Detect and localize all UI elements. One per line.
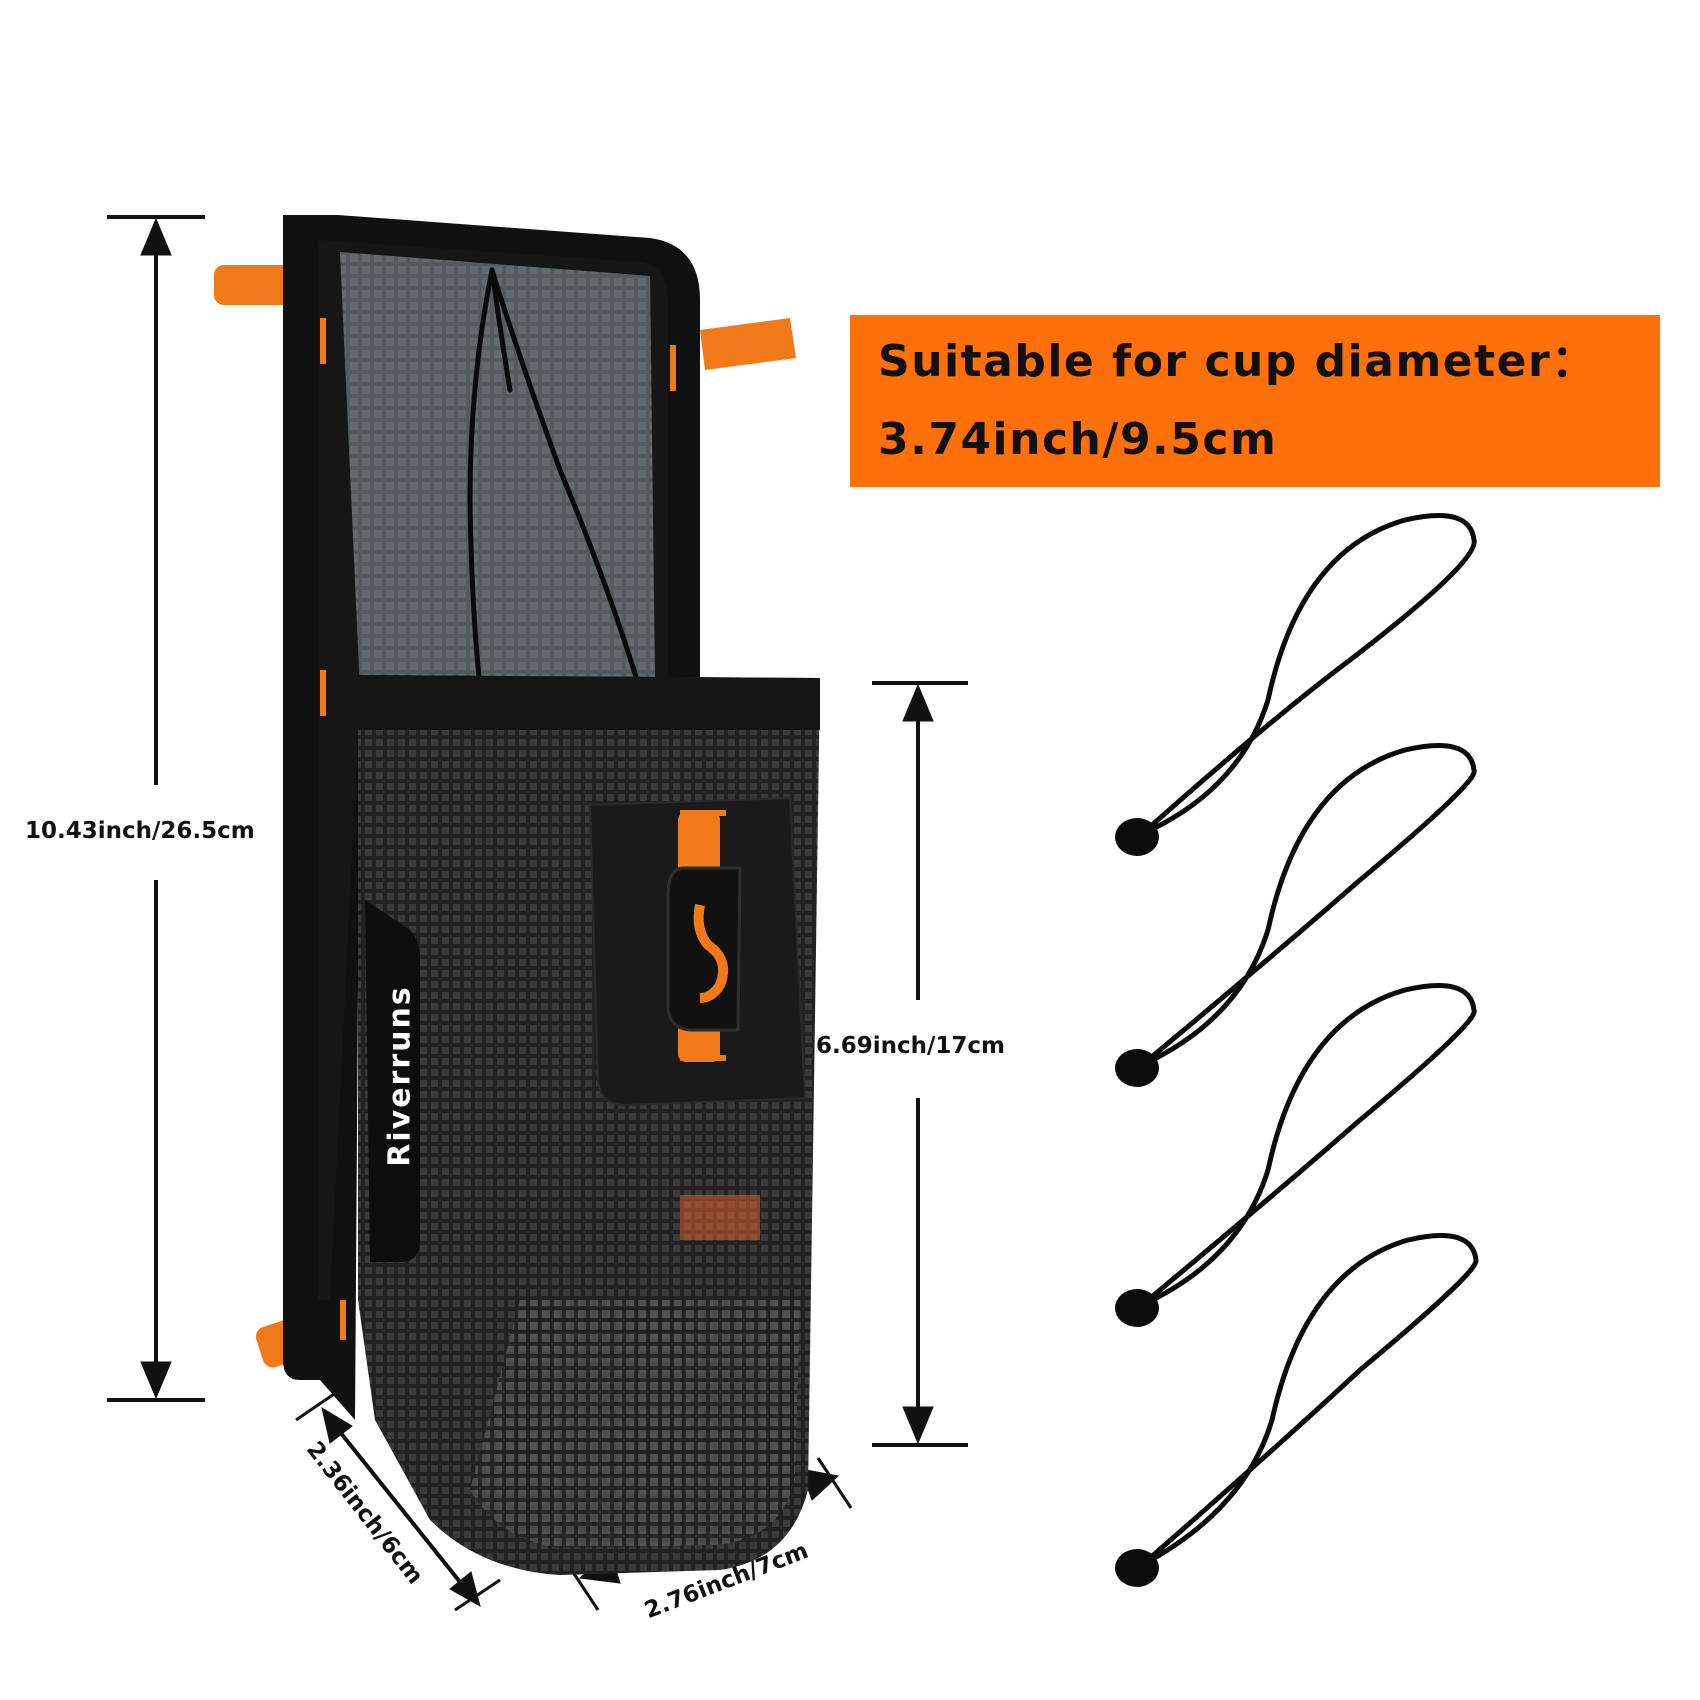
height-dimension-line xyxy=(107,215,205,1402)
buckle-flap xyxy=(588,796,807,1107)
bungee-ball-2 xyxy=(1115,1049,1159,1087)
banner-value: 3.74inch/9.5cm xyxy=(878,414,1278,465)
brand-logo-text: Riverruns xyxy=(382,985,418,1167)
bungee-ball-3 xyxy=(1115,1289,1159,1327)
bungee-ball-1 xyxy=(1115,818,1159,856)
stitch-accents xyxy=(320,318,676,1340)
holder-back-panel xyxy=(283,215,700,1420)
cup-height-dimension-line xyxy=(872,681,968,1447)
bungee-cord-3 xyxy=(1140,983,1477,1308)
bungee-cord-4 xyxy=(1140,1233,1479,1568)
bungee-balls xyxy=(1115,818,1159,1587)
bungee-ball-4 xyxy=(1115,1549,1159,1587)
banner-title: Suitable for cup diameter： xyxy=(878,336,1597,387)
brand-label-panel xyxy=(365,900,420,1262)
bungee-cord-1 xyxy=(1140,513,1477,837)
elastic-cord xyxy=(467,267,643,738)
bungee-cords xyxy=(1140,513,1479,1568)
depth-dimension-line xyxy=(295,1388,501,1612)
total-height-label: 10.43inch/26.5cm xyxy=(25,818,255,844)
cup-diameter-banner: Suitable for cup diameter： 3.74inch/9.5c… xyxy=(850,315,1660,487)
bungee-cord-2 xyxy=(1140,743,1477,1068)
cup-height-label: 6.69inch/17cm xyxy=(816,1033,1006,1059)
